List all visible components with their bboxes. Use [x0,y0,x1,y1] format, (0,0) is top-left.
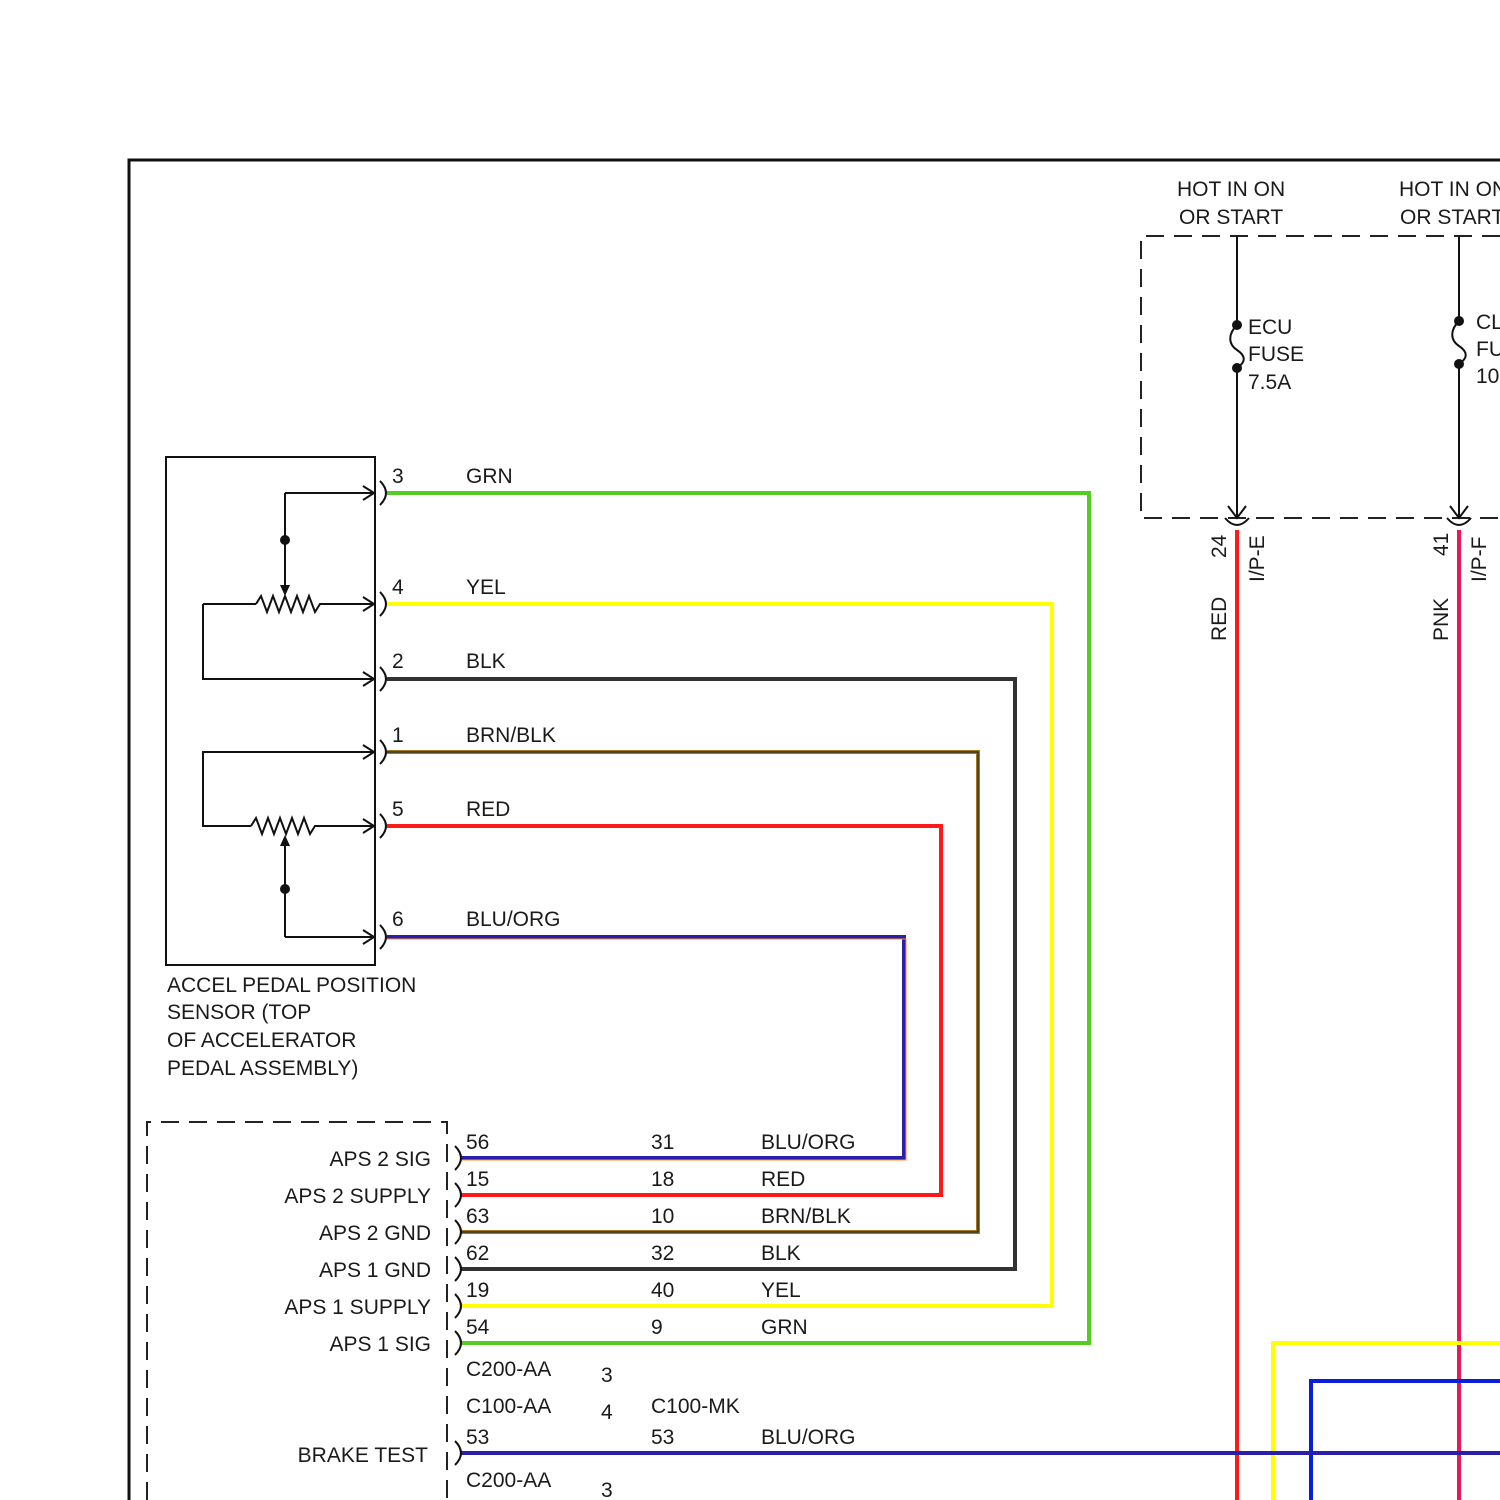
sensor-pin: 2 [392,650,404,673]
connector-cup-icon [455,1257,461,1281]
connector-id: C100-MK [651,1395,740,1418]
ecm-wire-color: GRN [761,1316,808,1339]
ecm-wire-color: BLU/ORG [761,1131,856,1154]
ecm-pin: 15 [466,1168,489,1191]
wires [387,493,1500,1500]
wire-blu-extra [1311,1381,1500,1500]
fuse-block-outline [1141,236,1500,518]
fuse-2-label-l2: FU [1476,338,1500,361]
ecm-mid-pin: 32 [651,1242,674,1265]
fuse-2-label-l1: CL [1476,311,1500,334]
ecm-function: APS 2 SIG [329,1148,431,1171]
ecm-function: APS 2 GND [319,1222,431,1245]
ecm-pin: 56 [466,1131,489,1154]
ecm-wire-color: BLK [761,1242,801,1265]
ecm-function: BRAKE TEST [298,1444,428,1467]
junction-dot [280,884,290,894]
connector-cup-icon [380,592,386,616]
connector-cup-icon [455,1331,461,1355]
ecm-function: APS 1 GND [319,1259,431,1282]
connector-id: C100-AA [466,1395,551,1418]
sensor-pin: 6 [392,908,404,931]
sensor-pin: 5 [392,798,404,821]
sensor-wire-color: BRN/BLK [466,724,556,747]
ecm-mid-pin: 18 [651,1168,674,1191]
resistor-icon [256,596,373,612]
sensor-wire-color: BLU/ORG [466,908,561,931]
connector-cup-icon [380,814,386,838]
ecm-wire-color: RED [761,1168,805,1191]
ecm-pin: 54 [466,1316,490,1339]
ecm-pin: 19 [466,1279,489,1302]
wire-yel-extra [1273,1343,1500,1500]
sensor-name-l4: PEDAL ASSEMBLY) [167,1057,358,1080]
sensor-pin: 4 [392,576,404,599]
hot-label-1-line2: OR START [1179,206,1283,229]
wire-yel [387,604,1052,1306]
sensor-name-l1: ACCEL PEDAL POSITION [167,974,416,997]
fuse-1-label-l1: ECU [1248,316,1292,339]
junction-dot [280,535,290,545]
connector-cup-icon [380,740,386,764]
hot-label-2-line1: HOT IN ON [1399,178,1500,201]
connector-cup-icon [455,1146,461,1170]
connector-cup-icon [455,1183,461,1207]
fuse-1-connector: I/P-E [1246,535,1269,582]
sensor-pin: 3 [392,465,404,488]
sensor-wire-color: GRN [466,465,513,488]
fuse-1-label-l2: FUSE [1248,343,1304,366]
fuse-2-connector: I/P-F [1468,537,1491,583]
fuse-icon [1452,321,1466,364]
hot-label-2-line2: OR START [1400,206,1500,229]
ecm-mid-pin: 40 [651,1279,674,1302]
fuse-icon [1230,325,1244,368]
ecm-pin: 62 [466,1242,489,1265]
connector-cup-icon [380,925,386,949]
ecm-block: APS 2 SIG APS 2 SUPPLY APS 2 GND APS 1 G… [147,1122,856,1500]
hot-label-1-line1: HOT IN ON [1177,178,1285,201]
ecm-wire-color: BLU/ORG [761,1426,856,1449]
ecm-wire-color: BRN/BLK [761,1205,851,1228]
wire-bluorg [387,937,904,1158]
connector-num: 3 [601,1364,613,1387]
fuse-1-pin: 24 [1208,534,1231,558]
sensor-name-l2: SENSOR (TOP [167,1001,311,1024]
fuse-1-label-l3: 7.5A [1248,371,1291,394]
ecm-function: APS 1 SUPPLY [284,1296,431,1319]
ecm-function: APS 1 SIG [329,1333,431,1356]
ecm-mid-pin: 31 [651,1131,674,1154]
wiper-arrow-icon [280,835,290,846]
fuse-block: HOT IN ON OR START HOT IN ON OR START EC… [1141,178,1500,641]
sensor-pin: 1 [392,724,404,747]
ecm-mid-pin: 53 [651,1426,674,1449]
ecm-function: APS 2 SUPPLY [284,1185,431,1208]
fuse-2-label-l3: 10 [1476,365,1499,388]
connector-num: 3 [601,1479,613,1500]
sensor-wire-color: YEL [466,576,506,599]
connector-cup-icon [455,1220,461,1244]
fuse-1-wire-color: RED [1208,597,1231,641]
ecm-pin: 63 [466,1205,489,1228]
connector-cup-icon [380,481,386,505]
connector-cup-icon [380,667,386,691]
sensor-outline [166,457,375,965]
connector-cup-icon [455,1441,461,1465]
fuse-2-pin: 41 [1430,533,1453,556]
resistor-icon [251,818,373,834]
ecm-mid-pin: 10 [651,1205,674,1228]
ecm-wire-color: YEL [761,1279,801,1302]
connector-cup-icon [455,1294,461,1318]
sensor-wire-color: RED [466,798,510,821]
fuse-2-wire-color: PNK [1430,598,1453,641]
connector-num: 4 [601,1401,613,1424]
connector-id: C200-AA [466,1358,551,1381]
accel-pedal-sensor: 3 GRN 4 YEL 2 BLK 1 BRN/BLK 5 RED 6 BLU/… [166,457,561,1080]
sensor-wire-color: BLK [466,650,506,673]
ecm-pin: 53 [466,1426,489,1449]
connector-id: C200-AA [466,1469,551,1492]
sensor-name-l3: OF ACCELERATOR [167,1029,356,1052]
wire-bluorg-tracer [387,939,906,1160]
ecm-mid-pin: 9 [651,1316,663,1339]
